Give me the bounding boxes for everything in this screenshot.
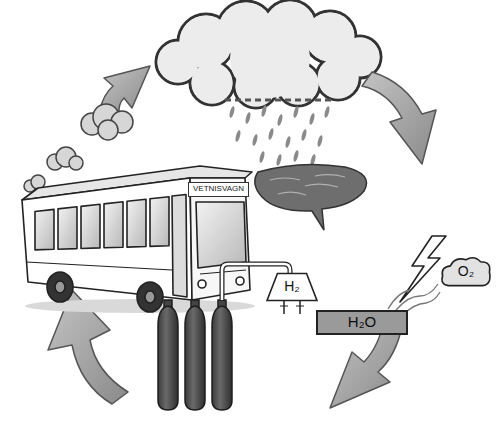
raindrop: [277, 114, 284, 127]
electrolysis: [280, 301, 304, 314]
bus-window: [104, 202, 123, 248]
cloud-fill: [158, 2, 380, 107]
raindrop: [229, 106, 236, 119]
bus-windshield: [196, 202, 246, 268]
gas-cylinder: [158, 306, 178, 410]
cycle-arrow: [362, 72, 436, 164]
exhaust-puff: [47, 147, 83, 170]
release-line: [388, 290, 410, 309]
bus-stripe: [26, 262, 172, 270]
lightning-bolt: [400, 236, 446, 302]
bell-shape: [267, 274, 317, 301]
water-tray: H₂O: [316, 310, 408, 335]
release-line: [404, 292, 440, 314]
bus-window: [81, 204, 100, 248]
node-text: H₂: [284, 279, 300, 294]
bus-headlight: [198, 280, 206, 288]
bus-window: [58, 207, 77, 249]
hydrogen-bell: H₂: [266, 273, 318, 301]
bus-hub: [55, 281, 65, 293]
cloud-core: [230, 18, 310, 98]
bus-door: [172, 195, 187, 298]
raindrop: [252, 134, 259, 147]
lake: [255, 164, 367, 230]
exhaust-puff: [81, 104, 133, 140]
cycle-arrows: [48, 66, 436, 408]
cloud-base: [225, 99, 335, 102]
bus-wheel: [47, 272, 73, 302]
raindrop: [259, 151, 266, 164]
electrode: [299, 301, 301, 314]
electrode-mark: [280, 306, 288, 307]
raindrop: [268, 128, 275, 141]
puff: [98, 120, 118, 140]
raindrop: [285, 136, 292, 149]
raindrop: [293, 106, 300, 119]
raindrop: [301, 129, 308, 142]
water-ripples: [270, 175, 345, 195]
cloud-outline: [156, 0, 381, 108]
bus-window: [35, 209, 54, 250]
node-text: H₂O: [348, 314, 376, 331]
raindrop: [235, 130, 242, 143]
cloud-puff: [318, 58, 359, 99]
bus-hub: [145, 291, 155, 303]
lake-water: [255, 164, 367, 230]
raindrop: [276, 154, 283, 167]
cloud-puff: [192, 63, 233, 104]
bus-windows: [35, 197, 169, 250]
raindrop: [324, 106, 331, 119]
electrode-mark: [296, 306, 304, 307]
raindrop: [309, 113, 316, 126]
gas-cylinder: [212, 306, 232, 410]
raindrop: [293, 150, 300, 163]
gas-cylinders: [158, 300, 232, 410]
bus-window: [150, 197, 169, 247]
bus-destination-sign: VETNISVAGN: [188, 182, 249, 197]
gas-cylinder: [185, 306, 205, 410]
bus-headlight: [236, 277, 244, 285]
bus-wheel: [137, 282, 163, 312]
bus-window: [127, 199, 146, 247]
node-text: O₂: [458, 264, 474, 279]
electrode: [283, 301, 285, 314]
raindrop: [245, 112, 252, 125]
puff: [69, 156, 83, 170]
node-text: VETNISVAGN: [193, 185, 244, 194]
rain: [229, 105, 331, 167]
raindrop: [261, 105, 268, 118]
release-line: [396, 284, 438, 310]
rain-cloud: [156, 0, 381, 108]
raindrop: [317, 135, 324, 148]
cloud-shape: [442, 258, 490, 286]
oxygen-cloud: O₂: [440, 255, 492, 289]
